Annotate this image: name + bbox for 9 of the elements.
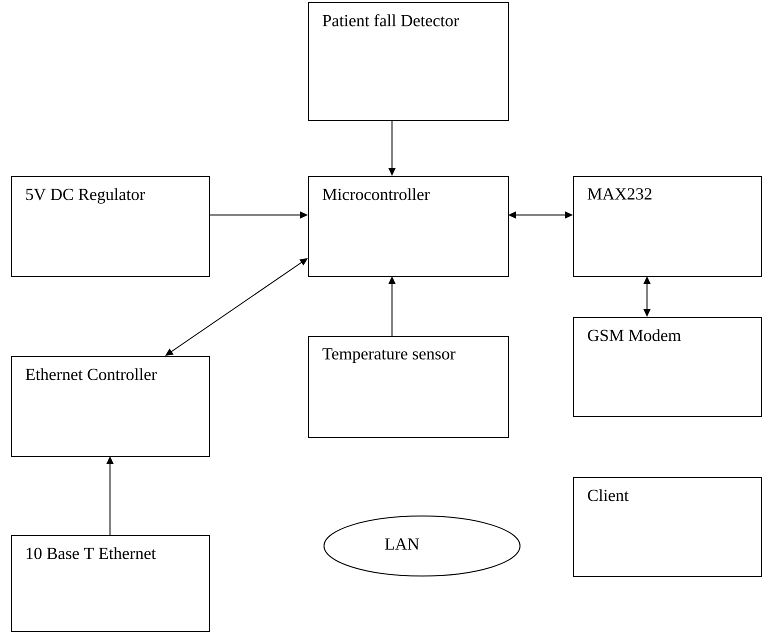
block-box: GSM Modem	[573, 317, 762, 417]
block-box: Patient fall Detector	[308, 2, 509, 121]
block-box: Microcontroller	[308, 176, 509, 277]
block-box: 10 Base T Ethernet	[11, 535, 210, 632]
block-box: 5V DC Regulator	[11, 176, 210, 277]
block-box: Temperature sensor	[308, 336, 509, 438]
block-box: Client	[573, 477, 762, 577]
block-box: Ethernet Controller	[11, 356, 210, 457]
block-box: MAX232	[573, 176, 762, 277]
